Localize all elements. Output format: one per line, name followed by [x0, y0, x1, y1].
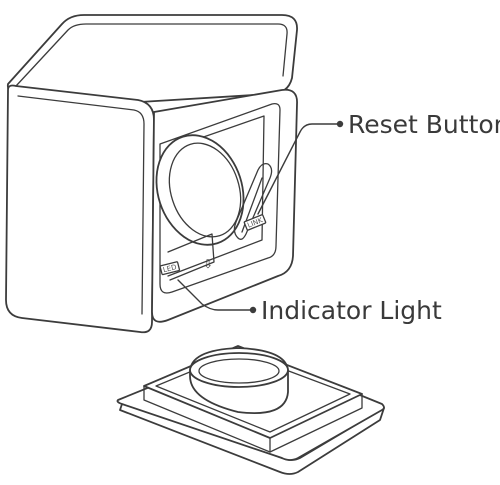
indicator-light-callout: Indicator Light	[177, 279, 442, 325]
reset-leader-dot	[336, 120, 344, 128]
circular-port	[155, 134, 245, 246]
led-label: LED	[162, 263, 177, 274]
port-ledge	[167, 233, 215, 281]
indicator-leader-dot	[249, 306, 257, 314]
cube-front-bevel	[17, 95, 145, 315]
reset-button-callout: Reset Button	[257, 110, 500, 215]
reset-leader-line	[257, 123, 340, 215]
cube-right-recess-inner	[165, 115, 265, 277]
led-tag: LED	[159, 261, 181, 276]
indicator-light-label: Indicator Light	[261, 296, 442, 325]
indicator-leader-line	[177, 279, 253, 311]
cube-top-face	[6, 14, 298, 103]
down-arrow-icon: ⇩	[203, 257, 213, 271]
cube-front-face	[5, 84, 155, 334]
base-ring	[189, 347, 289, 414]
cube-top-inner-edge	[15, 23, 288, 87]
cube-right-recess	[159, 102, 281, 294]
cube-hub	[5, 14, 298, 334]
reset-button-label: Reset Button	[348, 110, 500, 139]
